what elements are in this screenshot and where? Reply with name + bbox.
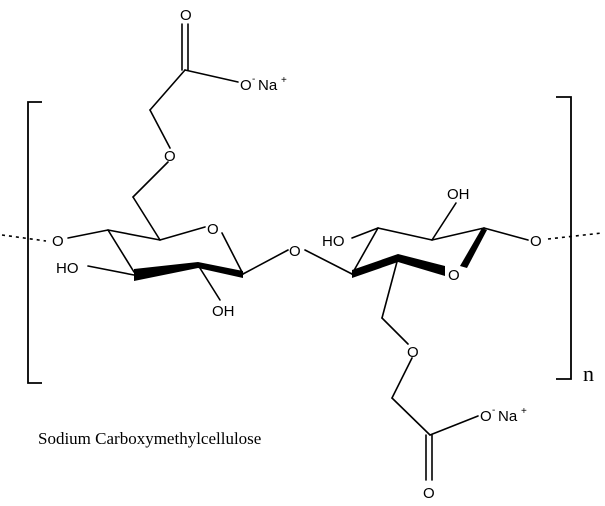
bond-oring-c1-left (221, 232, 244, 275)
bond-c4-c3-right (351, 227, 379, 275)
bond-c2-c1-right (431, 227, 485, 241)
bond-ch2-ether-top (149, 109, 171, 149)
atom-o-link-right: O (530, 233, 542, 250)
bond-ether-c6-top (132, 161, 169, 198)
bond-c1-glycosidic (242, 249, 289, 275)
bond-ether-ch2-bottom (391, 357, 413, 399)
atom-o-ether-bottom: O (407, 344, 419, 361)
bond-c2-oh-left (197, 264, 221, 301)
wedge-c1-oring-right (460, 228, 487, 268)
wedge-c2-c1-left (198, 262, 243, 278)
wedge-c3-c2-left (134, 262, 198, 281)
bond-c4-c3-left (107, 229, 135, 273)
right-bracket (556, 96, 572, 380)
bond-c5-c6-right (381, 257, 399, 319)
bond-c3-c2-right (377, 227, 433, 241)
bond-c5-oring-left (159, 226, 206, 241)
charge-minus-top: - (252, 74, 255, 85)
bond-carboxyl-o-bottom (429, 415, 479, 436)
bond-c3-ho-right (351, 227, 379, 239)
atom-o-carbonyl-top: O (180, 7, 192, 24)
atom-o-link-left: O (52, 233, 64, 250)
atom-na-bottom: Na (498, 408, 518, 425)
atom-o-ring-left: O (207, 221, 219, 238)
bond-c1-link-o-right (483, 227, 529, 241)
bond-c2-oh-right (431, 202, 457, 241)
bond-carboxyl-ch2-top (149, 69, 186, 111)
atom-o-ring-right: O (448, 267, 460, 284)
right-continuation-bond (547, 232, 603, 240)
bond-c6-ether-bottom (381, 317, 409, 345)
charge-minus-bottom: - (492, 405, 495, 416)
charge-plus-top: + (281, 75, 287, 86)
atom-ho-right: HO (322, 233, 345, 250)
atom-oh-left-bottom: OH (212, 303, 235, 320)
left-continuation-bond (1, 234, 47, 242)
left-bracket (27, 101, 42, 384)
atom-oh-right-top: OH (447, 186, 470, 203)
bond-carboxyl-o-top (184, 69, 239, 83)
bond-c3-ho-left (87, 265, 135, 276)
bond-c4-c5-left (107, 229, 161, 241)
wedge-c4-c5-right (352, 254, 398, 278)
atom-ho-left: HO (56, 260, 79, 277)
bond-ch2-carboxyl-bottom (391, 397, 431, 436)
bond-glycosidic-c4-right (304, 249, 353, 275)
atom-o-carboxylate-top: O (240, 77, 252, 94)
bond-link-o-c4-left (67, 229, 109, 239)
bond-c6-c5-left (132, 196, 161, 241)
wedge-c5-oring-right (398, 254, 445, 276)
charge-plus-bottom: + (521, 406, 527, 417)
atom-o-carboxylate-bottom: O (480, 408, 492, 425)
atom-o-ether-top: O (164, 148, 176, 165)
atom-o-glycosidic: O (289, 243, 301, 260)
atom-o-carbonyl-bottom: O (423, 485, 435, 502)
atom-na-top: Na (258, 77, 278, 94)
diagram-caption: Sodium Carboxymethylcellulose (38, 429, 261, 448)
repeat-count-label: n (583, 361, 594, 386)
